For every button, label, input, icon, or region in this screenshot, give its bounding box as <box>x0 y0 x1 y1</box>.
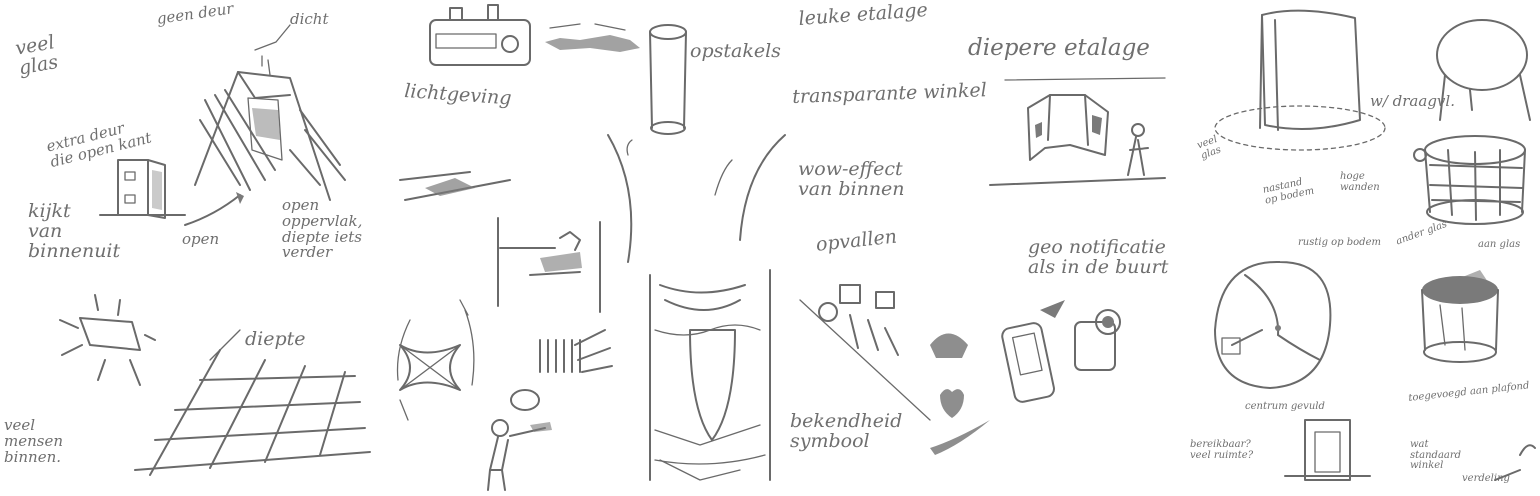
deep-window <box>989 77 1166 186</box>
note-bereikbaar: bereikbaar? veel ruimte? <box>1190 439 1254 461</box>
note-opstakels: opstakels <box>690 40 781 62</box>
phone-sketch <box>1001 300 1121 403</box>
filled-cylinder <box>1421 270 1499 363</box>
note-bekendheid-symbool: bekendheid symbool <box>790 410 903 452</box>
shield-display <box>649 269 771 481</box>
note-open: open <box>182 230 220 248</box>
door-sketch <box>99 159 186 219</box>
note-veel-mensen-binnen: veel mensen binnen. <box>4 416 63 466</box>
store-door <box>1284 419 1371 481</box>
arrowhead <box>236 192 244 204</box>
note-w-draagvlak: w/ draagvl. <box>1370 92 1455 110</box>
note-hoge-wanden: hoge wanden <box>1340 171 1380 193</box>
note-wow-effect: wow-effect van binnen <box>798 158 905 200</box>
note-verdeling: verdeling <box>1462 473 1510 484</box>
projector-sketch <box>429 4 640 66</box>
obstacle-cylinder <box>649 24 687 135</box>
note-open-oppervlak: open oppervlak, diepte iets verder <box>282 196 363 262</box>
round-room <box>1214 260 1332 389</box>
brand-logos <box>930 333 990 455</box>
table-sketch <box>1436 19 1531 121</box>
wall-frame <box>497 217 601 313</box>
curve-left <box>607 134 633 263</box>
note-diepere-etalage: diepere etalage <box>968 35 1150 61</box>
note-centrum-gevuld: centrum gevuld <box>1245 401 1325 412</box>
note-geo-notificatie: geo notificatie als in de buurt <box>1028 236 1169 278</box>
hourglass-sketch <box>396 299 475 421</box>
note-diepte: diepte <box>245 328 306 350</box>
cylinder-store <box>1214 9 1386 151</box>
curve-right <box>739 134 786 241</box>
flourish <box>1494 444 1536 481</box>
note-dicht: dicht <box>290 10 329 28</box>
depth-grid <box>134 329 371 476</box>
striped-block <box>539 329 613 373</box>
grid-cylinder <box>1413 135 1526 225</box>
note-wat-standaard: wat standaard winkel <box>1410 439 1462 471</box>
note-kijkt-van-binnenuit: kijkt van binnenuit <box>28 200 121 262</box>
person-sketch <box>487 389 552 491</box>
opvallen-icons <box>799 284 931 421</box>
open-arrow <box>184 194 241 226</box>
light-sketch <box>59 294 156 386</box>
tent-sketch <box>194 24 346 201</box>
note-aan-glas: aan glas <box>1478 239 1521 250</box>
note-rustig-op-bodem: rustig op bodem <box>1298 237 1381 248</box>
